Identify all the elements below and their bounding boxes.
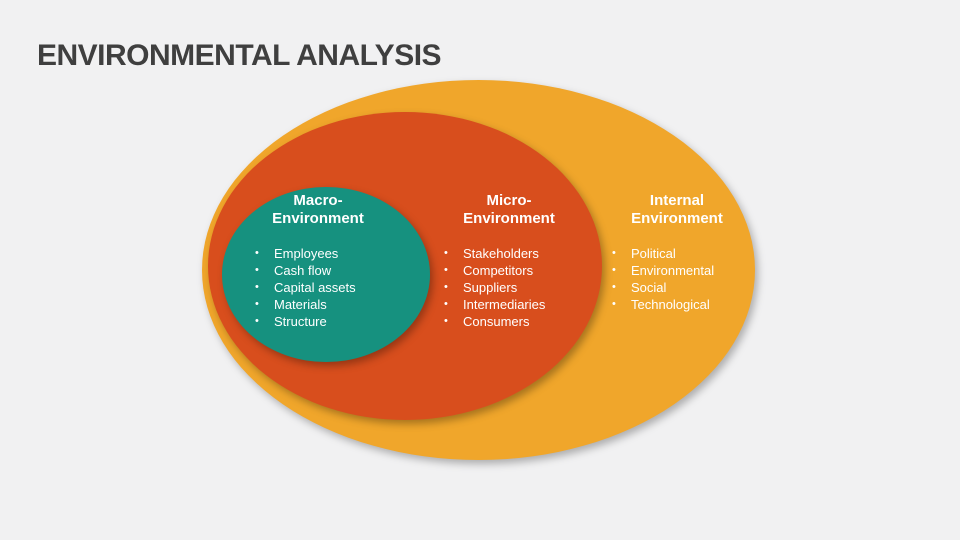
list-item: Intermediaries [443, 296, 545, 313]
list-item: Cash flow [254, 262, 356, 279]
list-item: Suppliers [443, 279, 545, 296]
list-item: Materials [254, 296, 356, 313]
macro-heading-line1: Macro- [293, 192, 343, 209]
macro-heading-line2: Environment [272, 210, 364, 227]
page-title: ENVIRONMENTAL ANALYSIS [37, 39, 442, 73]
list-item: Political [611, 245, 714, 262]
list-item: Structure [254, 313, 356, 330]
micro-heading-line2: Environment [463, 210, 555, 227]
macro-environment-heading: Macro- Environment [238, 192, 398, 228]
macro-environment-list: EmployeesCash flowCapital assetsMaterial… [254, 245, 356, 330]
list-item: Social [611, 279, 714, 296]
internal-environment-list: PoliticalEnvironmentalSocialTechnologica… [611, 245, 714, 313]
list-item: Stakeholders [443, 245, 545, 262]
list-item: Technological [611, 296, 714, 313]
list-item: Capital assets [254, 279, 356, 296]
list-item: Employees [254, 245, 356, 262]
internal-heading-line2: Environment [631, 210, 723, 227]
internal-environment-heading: Internal Environment [597, 192, 757, 228]
micro-heading-line1: Micro- [486, 192, 532, 209]
internal-heading-line1: Internal [649, 192, 705, 209]
micro-environment-heading: Micro- Environment [429, 192, 589, 228]
list-item: Consumers [443, 313, 545, 330]
list-item: Environmental [611, 262, 714, 279]
micro-environment-list: StakeholdersCompetitorsSuppliersIntermed… [443, 245, 545, 330]
list-item: Competitors [443, 262, 545, 279]
